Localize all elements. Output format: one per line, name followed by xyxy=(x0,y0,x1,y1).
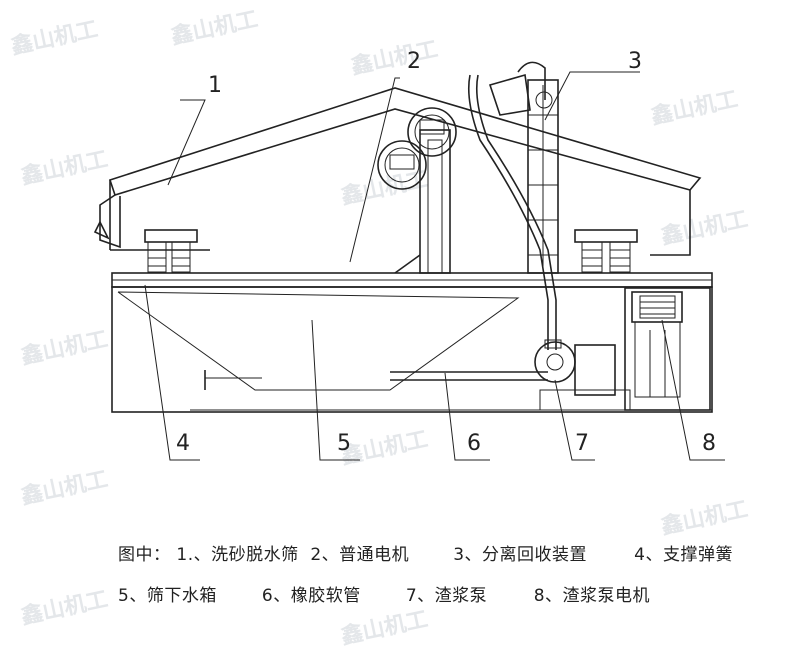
base-frame xyxy=(111,272,713,288)
legend-item: 2、普通电机 xyxy=(310,545,410,565)
callout-3: 3 xyxy=(628,49,642,74)
legend-item: 4、支撑弹簧 xyxy=(634,545,733,565)
legend-row-2: 5、筛下水箱 6、橡胶软管 7、渣浆泵 8、渣浆泵电机 xyxy=(118,581,650,606)
callout-labels: 1 2 3 4 5 6 7 8 xyxy=(176,49,716,456)
support-spring-right xyxy=(574,229,638,273)
legend-item: 7、渣浆泵 xyxy=(405,586,488,606)
callout-8: 8 xyxy=(702,431,716,456)
callout-6: 6 xyxy=(467,431,481,456)
legend-item: 5、筛下水箱 xyxy=(118,586,217,606)
legend-item: 3、分离回收装置 xyxy=(453,545,588,565)
rubber-hose xyxy=(390,371,548,381)
legend-item: 6、橡胶软管 xyxy=(261,586,361,606)
legend-item: 1.、洗砂脱水筛 xyxy=(176,545,299,565)
callout-5: 5 xyxy=(337,431,351,456)
legend-prefix: 图中： xyxy=(118,545,171,565)
callout-2: 2 xyxy=(407,49,421,74)
separation-recovery-device xyxy=(467,61,559,350)
legend-row-1: 图中： 1.、洗砂脱水筛 2、普通电机 3、分离回收装置 4、支撑弹簧 xyxy=(118,540,733,565)
slurry-pump xyxy=(534,339,631,411)
support-spring-left xyxy=(144,229,198,273)
legend-item: 8、渣浆泵电机 xyxy=(533,586,651,606)
callout-1: 1 xyxy=(208,73,222,98)
callout-4: 4 xyxy=(176,431,190,456)
slurry-pump-motor xyxy=(624,287,711,411)
vibration-motor xyxy=(377,107,457,274)
under-screen-water-tank xyxy=(111,286,713,413)
leader-lines xyxy=(144,71,725,461)
callout-7: 7 xyxy=(575,431,589,456)
